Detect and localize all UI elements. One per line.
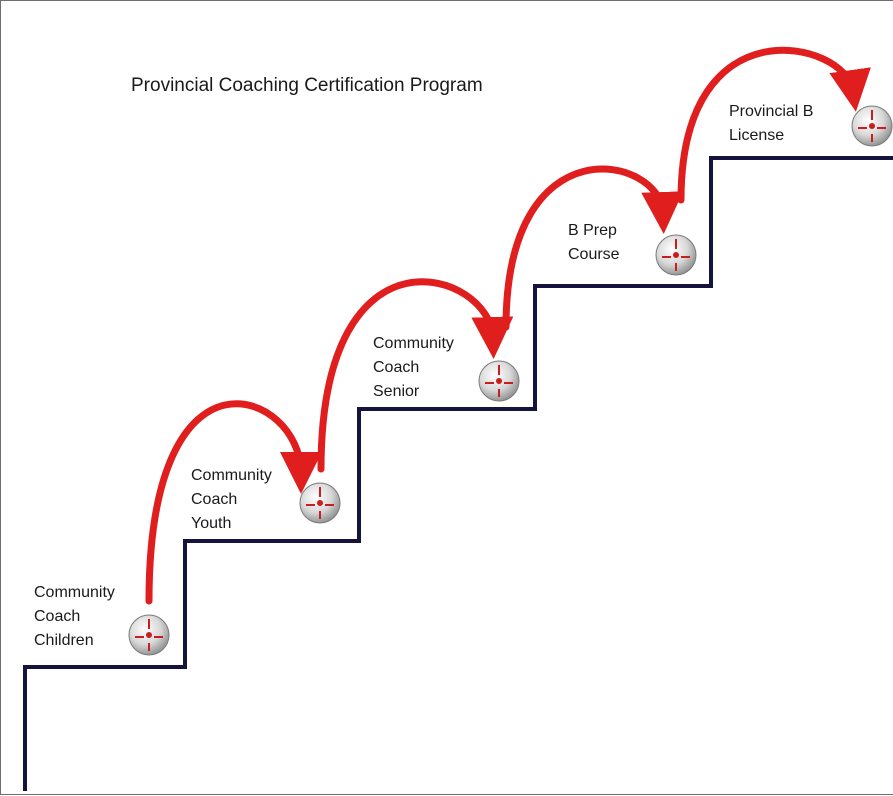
staircase-line [23, 156, 893, 791]
label-line: Community [373, 335, 454, 352]
step-label-b-prep: B Prep Course [568, 219, 620, 267]
label-line: Children [34, 632, 94, 649]
label-line: Coach [191, 491, 238, 508]
label-line: Provincial B [729, 103, 814, 120]
diagram-title: Provincial Coaching Certification Progra… [131, 75, 483, 96]
label-line: Youth [191, 515, 232, 532]
transition-arrows [145, 46, 871, 605]
step-label-youth: Community Coach Youth [191, 464, 272, 536]
label-line: License [729, 127, 785, 144]
label-line: B Prep [568, 222, 617, 239]
label-line: Senior [373, 383, 420, 400]
step-markers [128, 105, 893, 656]
label-line: Course [568, 246, 620, 263]
label-line: Coach [34, 608, 81, 625]
soccer-ball-icon [299, 482, 341, 524]
curved-arrow-icon [502, 165, 684, 331]
soccer-ball-icon [128, 614, 170, 656]
step-label-provincial-b: Provincial B License [729, 100, 813, 148]
curved-arrow-icon [317, 278, 514, 473]
curved-arrow-icon [145, 400, 322, 605]
soccer-ball-icon [851, 105, 893, 147]
step-label-children: Community Coach Children [34, 581, 115, 653]
step-label-senior: Community Coach Senior [373, 332, 454, 404]
label-line: Community [34, 584, 115, 601]
curved-arrow-icon [677, 46, 871, 204]
soccer-ball-icon [655, 234, 697, 276]
label-line: Coach [373, 359, 420, 376]
label-line: Community [191, 467, 272, 484]
soccer-ball-icon [478, 360, 520, 402]
